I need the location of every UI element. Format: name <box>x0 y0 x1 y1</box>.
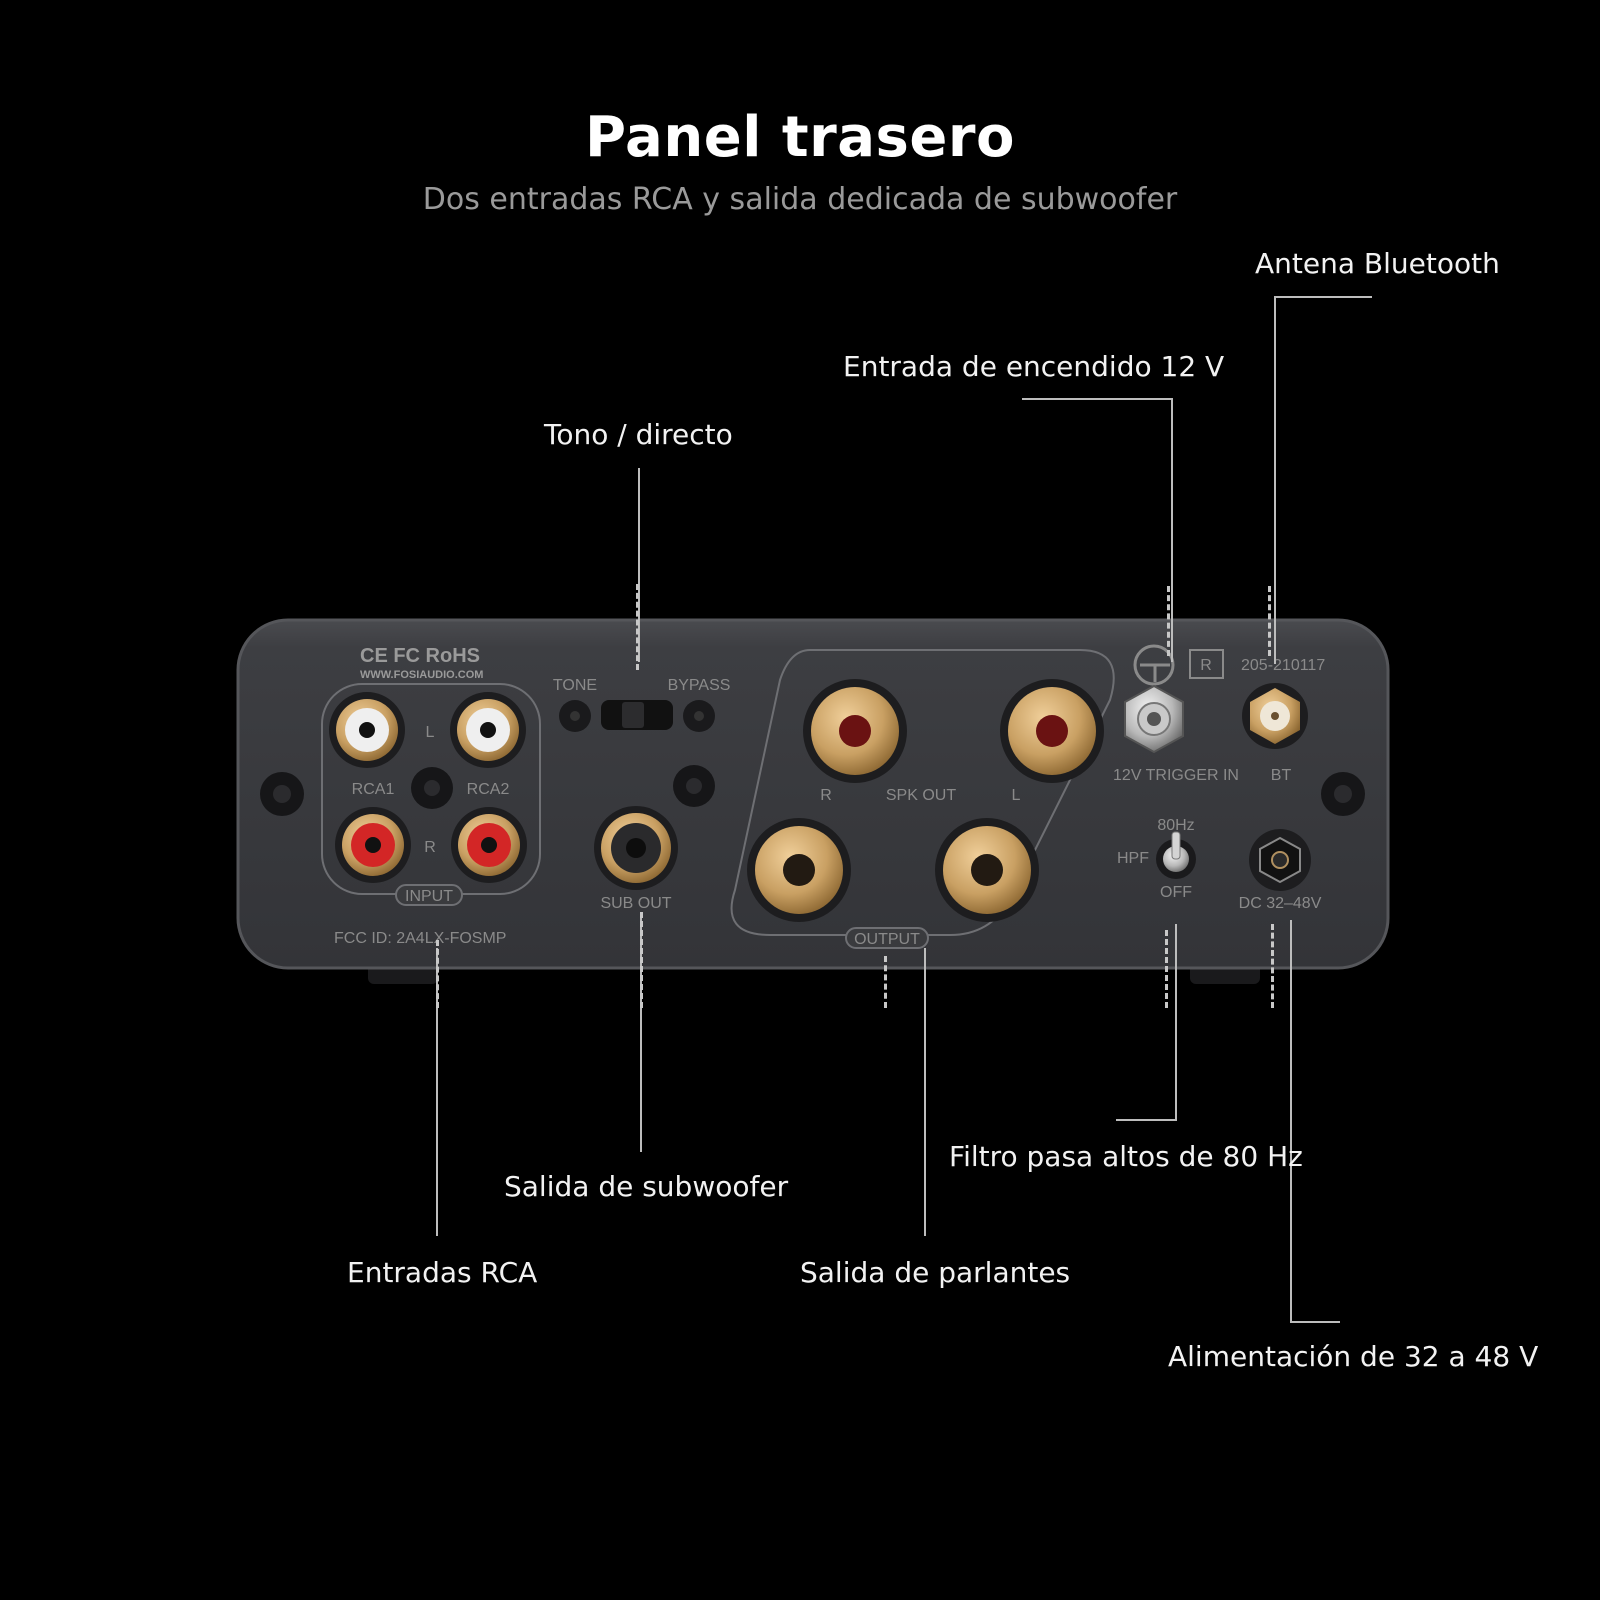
callout-speaker-out: Salida de parlantes <box>800 1256 1071 1289</box>
rca2-label: RCA2 <box>467 781 510 798</box>
screw-center-input <box>411 767 453 809</box>
speaker-dash <box>884 956 887 1008</box>
speaker-r-negative-post[interactable] <box>747 818 851 922</box>
power-callout-line-h <box>1290 1321 1340 1323</box>
bypass-label: BYPASS <box>668 677 731 694</box>
dc-power-jack[interactable] <box>1249 829 1311 891</box>
rca-dash <box>436 940 439 1008</box>
trigger-dash <box>1167 586 1170 656</box>
subout-dash <box>640 912 643 1008</box>
chassis <box>236 618 1390 970</box>
output-group-outline <box>730 649 1115 936</box>
callout-trigger-input: Entrada de encendido 12 V <box>843 350 1225 383</box>
hpf-callout-line-v <box>1175 924 1177 1120</box>
bt-label: BT <box>1271 767 1292 784</box>
tone-label: TONE <box>553 677 597 694</box>
trigger-callout-line-v <box>1171 398 1173 662</box>
hpf-dash <box>1165 930 1168 1008</box>
sub-out-label: SUB OUT <box>600 895 671 912</box>
speaker-l-negative-post[interactable] <box>935 818 1039 922</box>
speaker-callout-line <box>924 948 926 1236</box>
fcc-id-text: FCC ID: 2A4LX-FOSMP <box>334 930 506 947</box>
callout-tone-direct: Tono / directo <box>544 418 733 451</box>
input-r-label: R <box>424 839 436 856</box>
power-callout-line-v <box>1290 920 1292 1322</box>
output-label: OUTPUT <box>854 931 920 948</box>
speaker-r-positive-post[interactable] <box>803 679 907 783</box>
hpf-toggle-switch[interactable] <box>1156 831 1196 879</box>
rca1-label: RCA1 <box>352 781 395 798</box>
input-label: INPUT <box>405 888 453 905</box>
input-label-badge <box>395 884 463 906</box>
screw-center-sub <box>673 765 715 807</box>
bluetooth-dash <box>1268 586 1271 656</box>
subout-callout-line <box>640 916 642 1152</box>
trigger-in-jack[interactable] <box>1124 684 1184 754</box>
page-title: Panel trasero <box>585 105 1015 170</box>
r-mark-label: R <box>1200 657 1212 674</box>
rca2-right-jack[interactable] <box>451 807 527 883</box>
callout-hpf: Filtro pasa altos de 80 Hz <box>949 1140 1303 1173</box>
screw-left <box>260 772 304 816</box>
website-text: WWW.FOSIAUDIO.COM <box>360 669 483 681</box>
rca1-left-jack[interactable] <box>329 692 405 768</box>
power-dash <box>1271 924 1274 1008</box>
tone-dash <box>636 584 639 670</box>
callout-power: Alimentación de 32 a 48 V <box>1168 1340 1539 1373</box>
hpf-off-label: OFF <box>1160 884 1192 901</box>
callout-rca-inputs: Entradas RCA <box>347 1256 538 1289</box>
screw-right <box>1321 772 1365 816</box>
sub-out-jack[interactable] <box>594 806 678 890</box>
r-mark-box <box>1189 649 1224 679</box>
dc-label: DC 32–48V <box>1239 895 1322 912</box>
callout-bluetooth-antenna: Antena Bluetooth <box>1255 247 1500 280</box>
cert-number: 205-210117 <box>1241 657 1325 674</box>
bluetooth-callout-line-v <box>1274 296 1276 664</box>
rca2-left-jack[interactable] <box>450 692 526 768</box>
tone-bypass-switch[interactable] <box>559 700 715 732</box>
safety-mark-icon <box>1133 644 1175 686</box>
trigger-in-label: 12V TRIGGER IN <box>1113 767 1239 784</box>
page-subtitle: Dos entradas RCA y salida dedicada de su… <box>422 182 1178 217</box>
rca1-right-jack[interactable] <box>335 807 411 883</box>
cert-marks: CE FC RoHS <box>360 645 480 667</box>
rca-callout-line <box>436 948 438 1236</box>
trigger-callout-line-h <box>1022 398 1172 400</box>
bluetooth-callout-line-h <box>1274 296 1372 298</box>
bt-antenna-connector[interactable] <box>1242 683 1308 749</box>
input-l-label: L <box>426 724 435 741</box>
spk-l-label: L <box>1012 787 1021 804</box>
callout-sub-out: Salida de subwoofer <box>504 1170 789 1203</box>
hpf-label: HPF <box>1117 850 1149 867</box>
spk-r-label: R <box>820 787 832 804</box>
hpf-callout-line-h <box>1116 1119 1177 1121</box>
hpf-80hz-label: 80Hz <box>1157 817 1194 834</box>
output-label-badge <box>845 927 929 949</box>
tone-callout-line <box>638 468 640 662</box>
speaker-l-positive-post[interactable] <box>1000 679 1104 783</box>
spk-out-label: SPK OUT <box>886 787 956 804</box>
